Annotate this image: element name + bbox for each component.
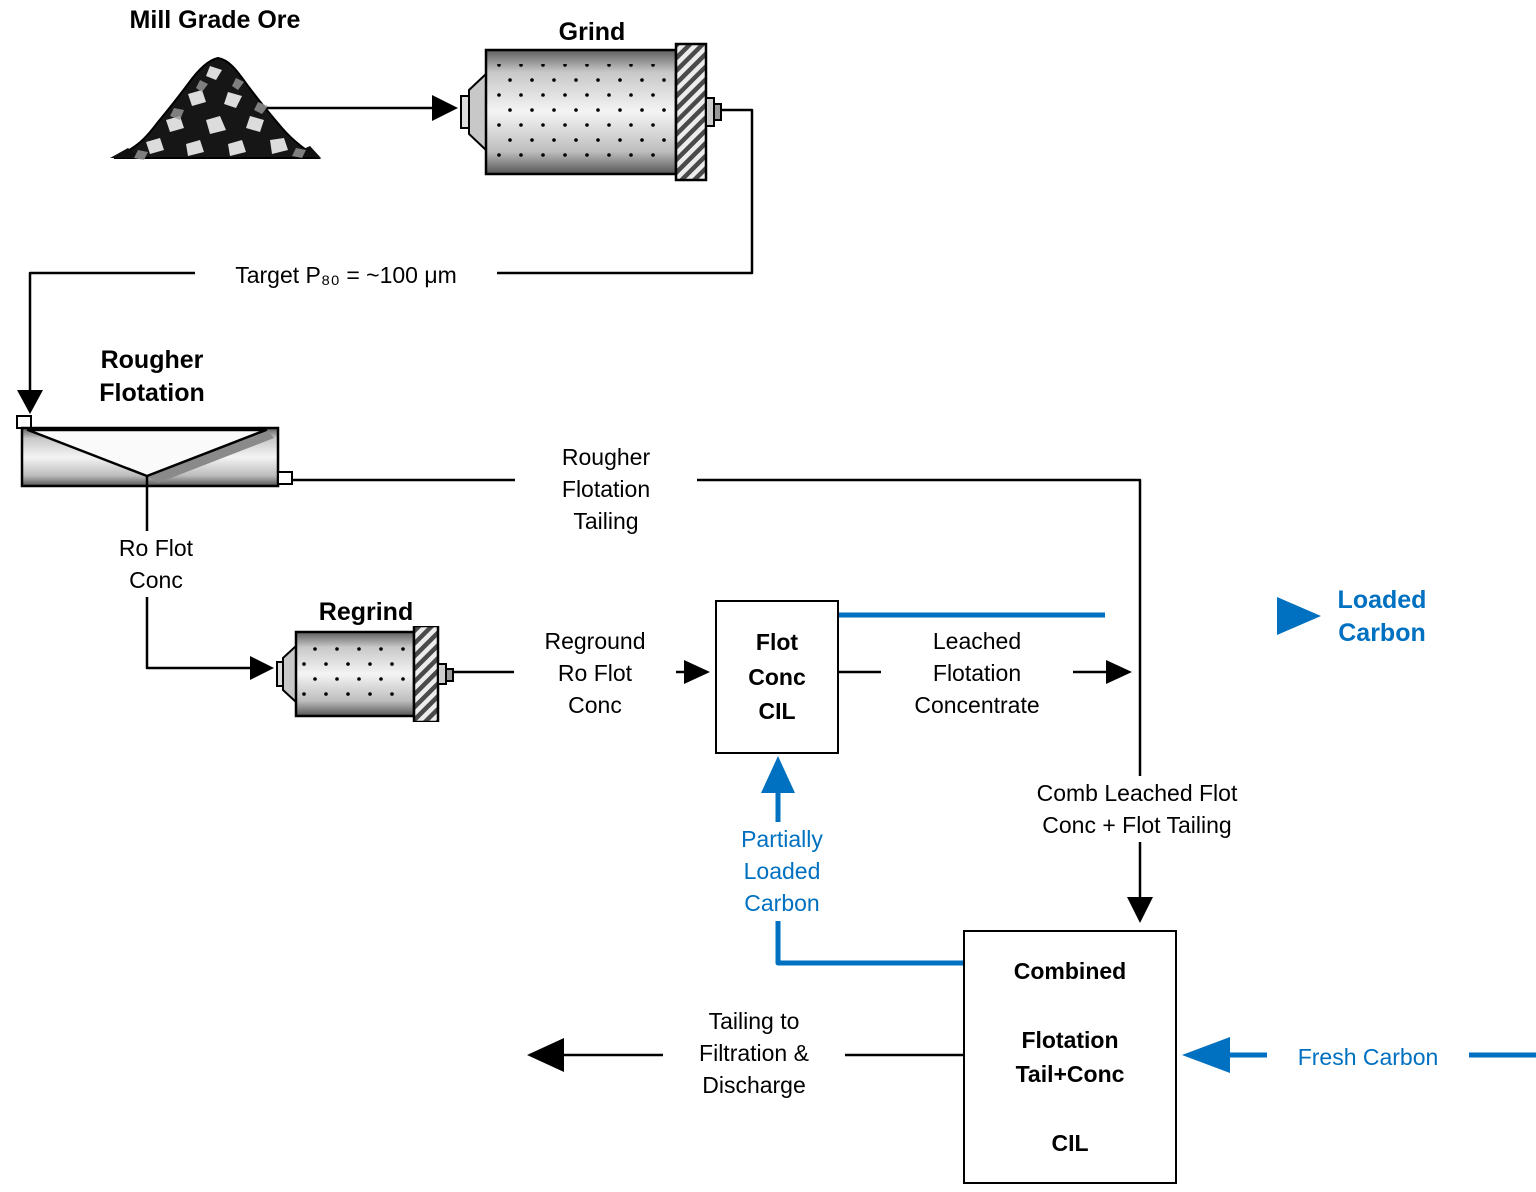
combined-cil-box: Combined Flotation Tail+Conc CIL [963,930,1177,1184]
label-target-p80: Target P₈₀ = ~100 μm [195,258,497,293]
label-grind: Grind [558,18,626,46]
loaded-carbon-arrow-icon [1277,597,1321,635]
conn-grind-to-rougher [28,108,754,390]
grind-mill-icon [460,42,722,187]
arrowhead-into-combined [1127,897,1153,923]
label-reground-ro-flot-conc: Reground Ro Flot Conc [514,624,676,723]
label-comb-leached-flot-conc: Comb Leached Flot Conc + Flot Tailing [1001,776,1273,843]
label-ro-flot-conc: Ro Flot Conc [85,531,227,598]
label-partially-loaded-carbon: Partially Loaded Carbon [711,822,853,921]
arrowhead-into-grind [432,95,458,121]
regrind-mill-icon [276,624,462,727]
label-loaded-carbon: Loaded Carbon [1337,586,1427,647]
arrowhead-into-rougher [17,390,43,414]
arrowhead-partially-loaded [761,756,795,793]
arrowhead-fresh-carbon [1182,1037,1230,1073]
label-rougher-flotation: Rougher Flotation [99,346,205,407]
ore-pile-icon [110,50,322,170]
flot-conc-cil-box: Flot Conc CIL [715,600,839,754]
label-fresh-carbon: Fresh Carbon [1267,1040,1469,1075]
flotation-cell-icon [16,414,294,505]
label-rougher-flotation-tailing: Rougher Flotation Tailing [515,440,697,539]
arrowhead-into-regrind [250,656,274,680]
arrowhead-tailing-out [527,1038,564,1072]
arrowhead-leached-conc [1106,660,1132,684]
label-regrind: Regrind [318,598,414,626]
label-leached-flotation-concentrate: Leached Flotation Concentrate [881,624,1073,723]
label-mill-grade-ore: Mill Grade Ore [129,6,301,34]
arrowhead-into-flot-cil [684,660,710,684]
label-tailing-to-filtration: Tailing to Filtration & Discharge [663,1004,845,1103]
